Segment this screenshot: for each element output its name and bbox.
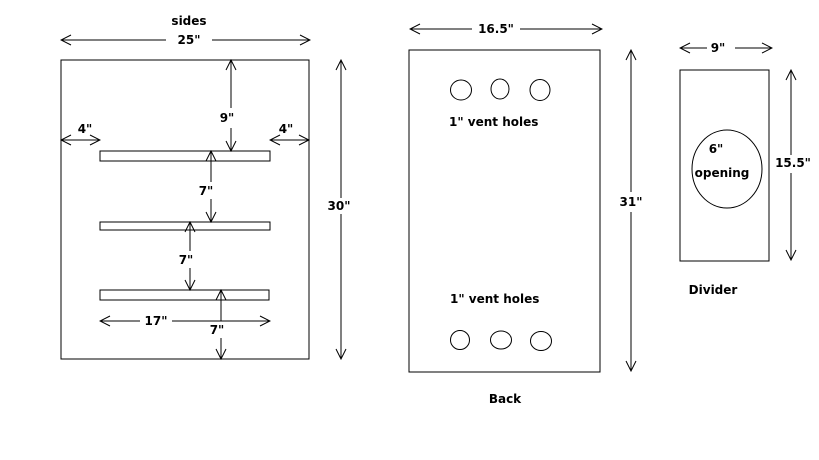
top-vent-holes-label: 1" vent holes [449,115,538,129]
divider-height-label: 15.5" [775,156,811,170]
back-outline [408,49,601,373]
opening-size-label: 6" [709,142,724,156]
left-margin-label: 4" [78,122,93,136]
back-height-label: 31" [620,195,643,209]
vent-hole [450,330,470,350]
vent-hole [450,79,472,101]
vent-hole [529,79,551,101]
divider-panel: 9" 15.5" 6" opening Divider [680,41,815,297]
divider-opening [691,129,763,209]
back-width-label: 16.5" [478,22,514,36]
sides-outline [60,59,310,360]
sides-width-label: 25" [178,33,201,47]
top-gap-label: 9" [220,111,235,125]
back-title: Back [489,392,522,406]
opening-label: opening [695,166,750,180]
shelf-length-dimension: 17" [100,313,270,329]
vent-hole [530,331,552,351]
sides-height-label: 30" [328,199,351,213]
left-margin-dimension: 4" [61,122,100,140]
shelf-gap-1-dimension: 7" [196,151,224,222]
divider-width-label: 9" [711,41,726,55]
top-gap-dimension: 9" [217,60,245,151]
shelf-gap-2-label: 7" [179,253,194,267]
bottom-vent-holes-label: 1" vent holes [450,292,539,306]
shelf-gap-2-dimension: 7" [176,222,204,290]
shelf-3 [99,289,270,301]
divider-title: Divider [689,283,738,297]
divider-width-dimension: 9" [680,41,772,57]
sides-panel: sides 25" 30" 4" 4" [61,14,357,359]
divider-height-dimension: 15.5" [775,70,815,260]
vent-hole [490,78,510,100]
bottom-gap-label: 7" [210,323,225,337]
right-margin-dimension: 4" [270,122,309,140]
shelf-length-label: 17" [145,314,168,328]
vent-hole [490,330,512,350]
back-width-dimension: 16.5" [410,21,602,37]
back-panel: 16.5" 31" 1" vent holes 1" vent holes Ba… [408,21,646,406]
sides-title: sides [171,14,206,28]
divider-outline [679,69,770,262]
top-vent-holes [450,78,551,101]
shelf-gap-1-label: 7" [199,184,214,198]
shelf-1 [99,150,271,162]
right-margin-label: 4" [279,122,294,136]
sides-width-dimension: 25" [61,33,310,47]
sides-height-dimension: 30" [325,60,357,359]
shelf-2 [99,221,271,231]
back-height-dimension: 31" [618,50,646,371]
bottom-vent-holes [450,330,552,351]
